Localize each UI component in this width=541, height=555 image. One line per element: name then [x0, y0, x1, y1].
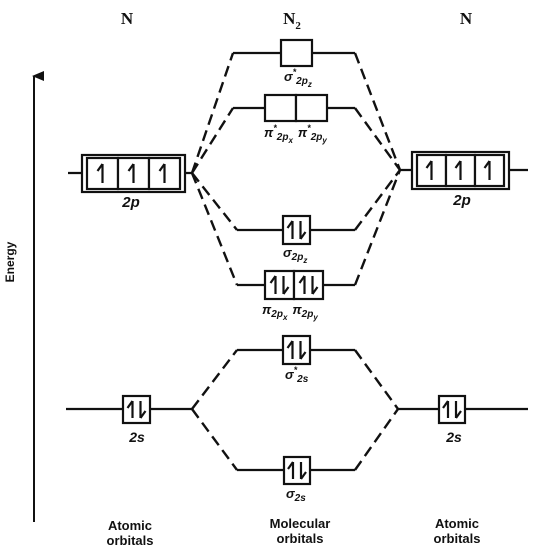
header-molecule-subscript: 2 [295, 20, 301, 32]
electron-up-arrow [442, 400, 450, 418]
electron-up-arrow [126, 400, 134, 418]
electron-up-arrow [286, 220, 294, 239]
electron-up-arrow [286, 340, 294, 359]
corr-left-2s-sigma-star [191, 349, 238, 410]
corr-left-2s-sigma [191, 408, 238, 471]
electron-down-arrow [139, 401, 147, 419]
corr-left-2p-sigma [191, 172, 238, 231]
orbital-box [281, 334, 312, 366]
electron-up-arrow [425, 160, 433, 180]
orbital-box [263, 269, 296, 301]
orbital-box [121, 394, 152, 425]
orbital-left-2s [121, 394, 152, 425]
corr-right-2s-sigma-star [354, 349, 399, 410]
electron-down-arrow [282, 276, 290, 295]
header-left-atom: N [121, 9, 134, 28]
electron-down-arrow [454, 401, 462, 419]
electron-down-arrow [299, 462, 307, 480]
label-sigma-2pz: σ2pz [283, 245, 307, 265]
corr-right-2p-sigma [354, 169, 401, 231]
header-right-atom: N [460, 9, 473, 28]
orbital-box [294, 93, 329, 123]
label-left-2p: 2p [121, 194, 140, 211]
corr-right-2p-sigma-star [353, 52, 402, 171]
corr-left-2p-pi-star [190, 107, 235, 174]
orbital-sigma-2s [282, 455, 312, 486]
orbital-box [281, 214, 312, 246]
electron-up-arrow [287, 461, 295, 479]
electron-down-arrow [311, 276, 319, 295]
label-sigma-star-2s: σ*2s [285, 365, 309, 385]
electron-down-arrow [299, 341, 307, 360]
orbital-pi-star-2p [263, 93, 329, 123]
orbital-box [437, 394, 467, 425]
orbital-box [263, 93, 298, 123]
electron-up-arrow [454, 160, 462, 180]
corr-right-2p-pi [353, 169, 402, 286]
electron-up-arrow [127, 163, 135, 183]
orbital-right-2p [410, 150, 511, 191]
electron-down-arrow [299, 221, 307, 240]
label-sigma-star-2pz: σ*2pz [284, 67, 312, 89]
corr-right-2p-pi-star [354, 107, 401, 171]
label-sigma-2s: σ2s [286, 486, 306, 504]
orbital-sigma-2pz [281, 214, 312, 246]
label-right-2p: 2p [452, 192, 471, 209]
electron-up-arrow [269, 275, 277, 294]
corr-right-2s-sigma [354, 408, 399, 471]
label-pi-star-2p: π*2pxπ*2py [264, 123, 327, 145]
corr-left-2p-pi [190, 172, 239, 286]
electron-up-arrow [483, 160, 491, 180]
orbital-sigma-star-2s [281, 334, 312, 366]
label-right-2s: 2s [445, 429, 462, 445]
orbital-right-2s [437, 394, 467, 425]
electron-up-arrow [158, 163, 166, 183]
label-pi-2p: π2pxπ2py [262, 302, 318, 322]
label-left-2s: 2s [128, 429, 145, 445]
orbital-box [279, 38, 314, 68]
corr-left-2p-sigma-star [190, 52, 235, 174]
header-molecule: N2 [283, 9, 301, 32]
orbital-box [282, 455, 312, 486]
orbital-left-2p [80, 153, 187, 194]
electron-up-arrow [96, 163, 104, 183]
orbital-box [292, 269, 325, 301]
electron-up-arrow [298, 275, 306, 294]
header-molecule-symbol: N [283, 9, 296, 28]
orbital-sigma-star-2pz [279, 38, 314, 68]
energy-axis-label: Energy [3, 241, 17, 282]
orbital-pi-2p [263, 269, 325, 301]
